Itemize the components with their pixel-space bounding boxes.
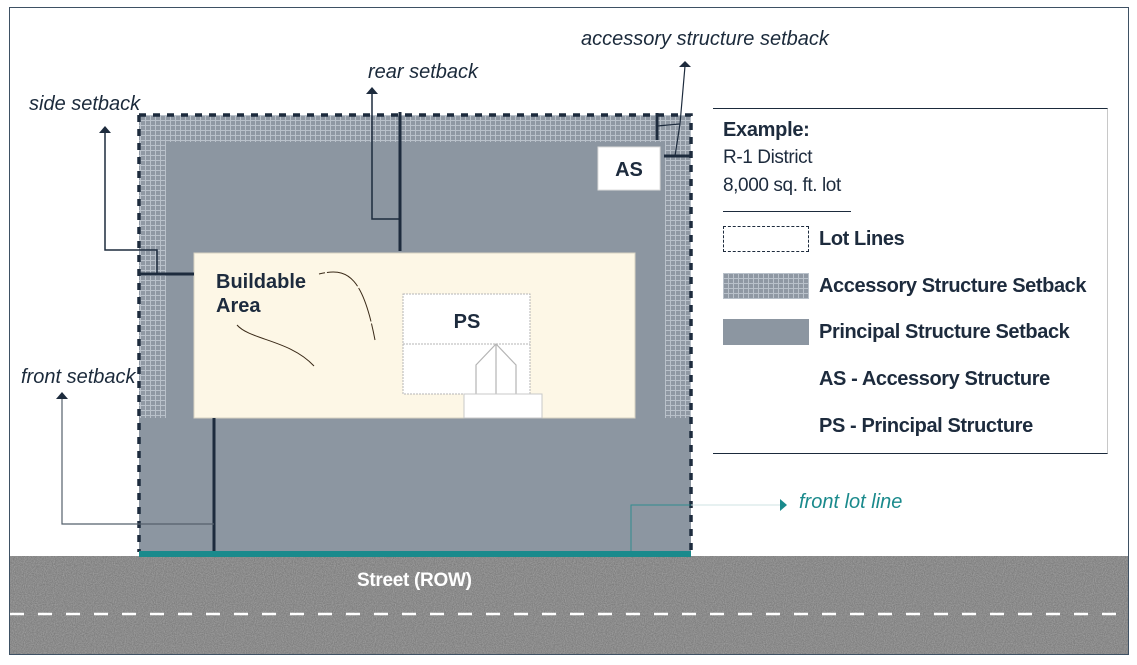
legend-lot-size: 8,000 sq. ft. lot bbox=[723, 175, 841, 196]
front-lot-line-label: front lot line bbox=[799, 491, 902, 513]
street bbox=[10, 556, 1128, 654]
principal-structure bbox=[402, 293, 543, 419]
front-setback-zone bbox=[139, 418, 691, 552]
legend-item-label: AS - Accessory Structure bbox=[819, 367, 1050, 390]
side-setback-arrow-icon bbox=[99, 126, 111, 133]
accessory-structure bbox=[597, 146, 661, 191]
front-lot-line-arrow-icon bbox=[780, 499, 787, 511]
legend-item-label: Accessory Structure Setback bbox=[819, 274, 1087, 297]
legend-item-label: PS - Principal Structure bbox=[819, 414, 1033, 437]
legend-item-principal-setback: Principal Structure Setback bbox=[723, 317, 1070, 347]
rear-setback-label: rear setback bbox=[368, 61, 479, 83]
legend-separator bbox=[723, 211, 851, 212]
legend-item-label: Lot Lines bbox=[819, 227, 905, 250]
buildable-pointer-curve-1 bbox=[318, 271, 376, 341]
legend-item-accessory-setback: Accessory Structure Setback bbox=[723, 271, 1087, 301]
legend-district: R-1 District bbox=[723, 147, 813, 168]
accessory-setback-arrow-icon bbox=[679, 61, 691, 67]
as-label: AS bbox=[615, 159, 643, 181]
setback-dimension-lines bbox=[61, 65, 691, 551]
buildable-area-label-line1: Buildable bbox=[216, 271, 306, 293]
legend-title: Example: bbox=[723, 119, 810, 141]
legend-item-lot-lines: Lot Lines bbox=[723, 224, 905, 254]
front-setback-arrow-icon bbox=[56, 392, 68, 399]
front-setback-label: front setback bbox=[21, 366, 137, 388]
accessory-setback-swatch-icon bbox=[723, 273, 809, 299]
accessory-structure-setback-label: accessory structure setback bbox=[581, 28, 830, 50]
legend-item-principal-structure: PS - Principal Structure bbox=[723, 411, 1033, 441]
ps-label: PS bbox=[454, 311, 481, 333]
street-label: Street (ROW) bbox=[357, 570, 472, 591]
side-setback-label: side setback bbox=[29, 93, 141, 115]
lot-lines-swatch-icon bbox=[723, 226, 809, 252]
rear-setback-arrow-icon bbox=[366, 87, 378, 94]
legend-item-label: Principal Structure Setback bbox=[819, 320, 1070, 343]
arrowheads bbox=[56, 61, 691, 399]
buildable-pointer-curve-2 bbox=[236, 324, 315, 367]
legend: Example: R-1 District 8,000 sq. ft. lot … bbox=[713, 108, 1108, 454]
legend-item-accessory-structure: AS - Accessory Structure bbox=[723, 364, 1050, 394]
principal-setback-swatch-icon bbox=[723, 319, 809, 345]
lot-lines bbox=[137, 113, 693, 552]
buildable-area-label-line2: Area bbox=[216, 295, 261, 317]
